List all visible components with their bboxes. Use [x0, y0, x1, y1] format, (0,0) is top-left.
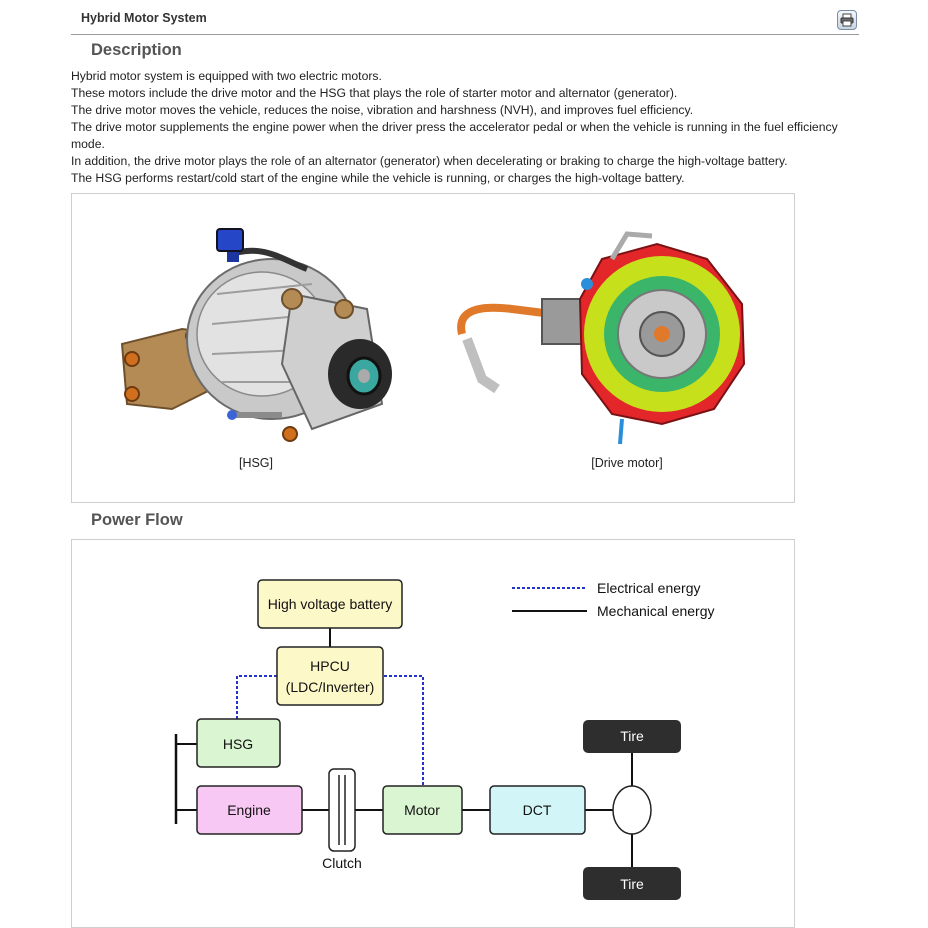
page-title: Hybrid Motor System — [81, 11, 207, 25]
power-flow-heading: Power Flow — [91, 511, 183, 529]
dct-node: DCT — [489, 785, 586, 835]
drive-motor-illustration — [457, 231, 746, 445]
description-heading: Description — [91, 41, 182, 59]
description-paragraph: The drive motor moves the vehicle, reduc… — [71, 103, 694, 117]
hsg-caption: [HSG] — [238, 456, 274, 470]
engine-label: Engine — [227, 802, 271, 818]
engine-node: Engine — [196, 785, 303, 835]
legend-mechanical-label: Mechanical energy — [597, 603, 715, 619]
hpcu-label: HPCU — [310, 658, 350, 674]
motor-figure: [HSG] [Drive motor] — [71, 193, 795, 503]
page-header: Hybrid Motor System — [71, 6, 859, 35]
description-paragraph: The drive motor supplements the engine p… — [71, 120, 838, 151]
tire-bottom-label: Tire — [620, 876, 644, 892]
printer-icon — [840, 13, 854, 27]
print-button[interactable] — [837, 10, 857, 30]
description-paragraph: Hybrid motor system is equipped with two… — [71, 69, 382, 83]
hpcu-sublabel: (LDC/Inverter) — [286, 679, 375, 695]
differential-node — [612, 785, 652, 835]
electrical-line-motor — [384, 675, 424, 785]
battery-node: High voltage battery — [257, 579, 403, 629]
tire-top-node: Tire — [583, 720, 681, 753]
hsg-node: HSG — [196, 718, 281, 768]
description-paragraph: In addition, the drive motor plays the r… — [71, 154, 788, 168]
hsg-label: HSG — [223, 736, 253, 752]
battery-label: High voltage battery — [268, 596, 393, 612]
dct-label: DCT — [523, 802, 552, 818]
clutch-node: Clutch — [322, 768, 362, 871]
drive-motor-caption: [Drive motor] — [591, 456, 663, 470]
electrical-line-hsg — [236, 675, 277, 719]
legend-electrical-label: Electrical energy — [597, 580, 701, 596]
motor-label: Motor — [404, 802, 440, 818]
motor-node: Motor — [382, 785, 463, 835]
hpcu-node: HPCU (LDC/Inverter) — [276, 646, 384, 706]
hsg-illustration — [120, 228, 392, 442]
description-paragraph: These motors include the drive motor and… — [71, 86, 678, 100]
tire-bottom-node: Tire — [583, 867, 681, 900]
description-text: Hybrid motor system is equipped with two… — [71, 68, 861, 187]
description-paragraph: The HSG performs restart/cold start of t… — [71, 171, 685, 185]
tire-top-label: Tire — [620, 728, 644, 744]
clutch-label: Clutch — [322, 855, 362, 871]
